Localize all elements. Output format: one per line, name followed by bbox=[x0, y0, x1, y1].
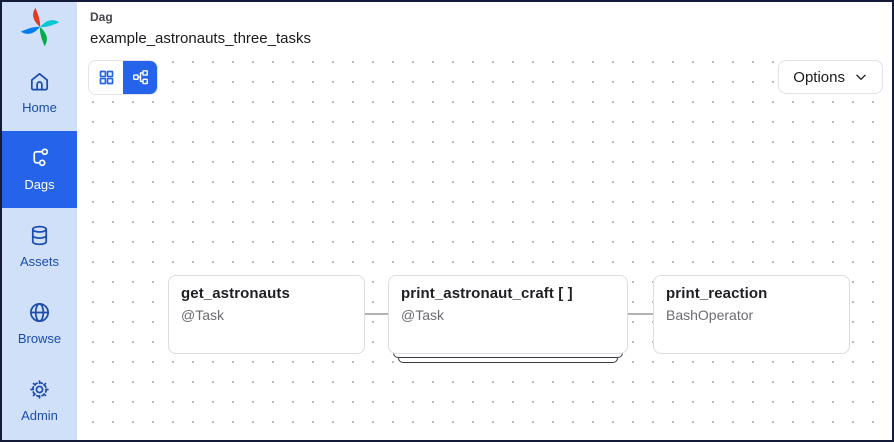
sidebar-item-label: Admin bbox=[21, 408, 58, 423]
sidebar-item-label: Assets bbox=[19, 254, 59, 269]
home-icon bbox=[30, 72, 49, 91]
sidebar-item-label: Home bbox=[22, 100, 57, 115]
graph-icon bbox=[132, 70, 148, 85]
chevron-down-icon bbox=[856, 74, 866, 80]
sidebar-item-dags[interactable]: Dags bbox=[2, 131, 77, 208]
task-name: print_astronaut_craft [ ] bbox=[401, 285, 573, 302]
dag-icon bbox=[33, 148, 49, 167]
sidebar-item-browse[interactable]: Browse bbox=[2, 285, 77, 362]
graph-view-button[interactable] bbox=[123, 61, 157, 94]
edge-get-astronauts-to-print-astronaut-craft bbox=[365, 313, 388, 315]
task-node-print-reaction[interactable]: print_reaction BashOperator bbox=[653, 275, 850, 354]
task-operator: @Task bbox=[181, 307, 224, 323]
main-area: Dag example_astronauts_three_tasks bbox=[77, 2, 892, 440]
database-icon bbox=[31, 225, 48, 246]
graph-canvas[interactable]: Options get_astronauts @Task print_astro… bbox=[77, 55, 892, 440]
edge-print-astronaut-craft-to-print-reaction bbox=[628, 313, 653, 315]
task-name: print_reaction bbox=[666, 285, 768, 302]
globe-icon bbox=[30, 303, 49, 322]
sidebar-item-label: Browse bbox=[17, 331, 62, 346]
grid-icon bbox=[99, 70, 113, 85]
gear-icon bbox=[30, 380, 49, 399]
options-dropdown-button[interactable]: Options bbox=[778, 60, 883, 94]
airflow-logo[interactable] bbox=[2, 2, 77, 54]
sidebar-item-home[interactable]: Home bbox=[2, 54, 77, 131]
dag-name-title: example_astronauts_three_tasks bbox=[90, 30, 311, 47]
sidebar: Home Dags Assets Browse bbox=[2, 2, 77, 440]
task-node-print-astronaut-craft[interactable]: print_astronaut_craft [ ] @Task bbox=[388, 275, 628, 354]
sidebar-item-assets[interactable]: Assets bbox=[2, 208, 77, 285]
view-toggle-group bbox=[88, 60, 158, 95]
pinwheel-logo-icon bbox=[20, 7, 59, 47]
task-name: get_astronauts bbox=[181, 285, 290, 302]
task-operator: @Task bbox=[401, 307, 444, 323]
options-label: Options bbox=[793, 68, 845, 86]
sidebar-item-admin[interactable]: Admin bbox=[2, 362, 77, 439]
task-operator: BashOperator bbox=[666, 307, 754, 323]
mapped-task-stack-layer bbox=[398, 358, 618, 363]
grid-view-button[interactable] bbox=[89, 61, 123, 94]
task-node-get-astronauts[interactable]: get_astronauts @Task bbox=[168, 275, 365, 354]
page-header: Dag example_astronauts_three_tasks bbox=[90, 10, 311, 47]
dag-breadcrumb-label: Dag bbox=[90, 10, 113, 24]
sidebar-item-label: Dags bbox=[24, 177, 55, 192]
